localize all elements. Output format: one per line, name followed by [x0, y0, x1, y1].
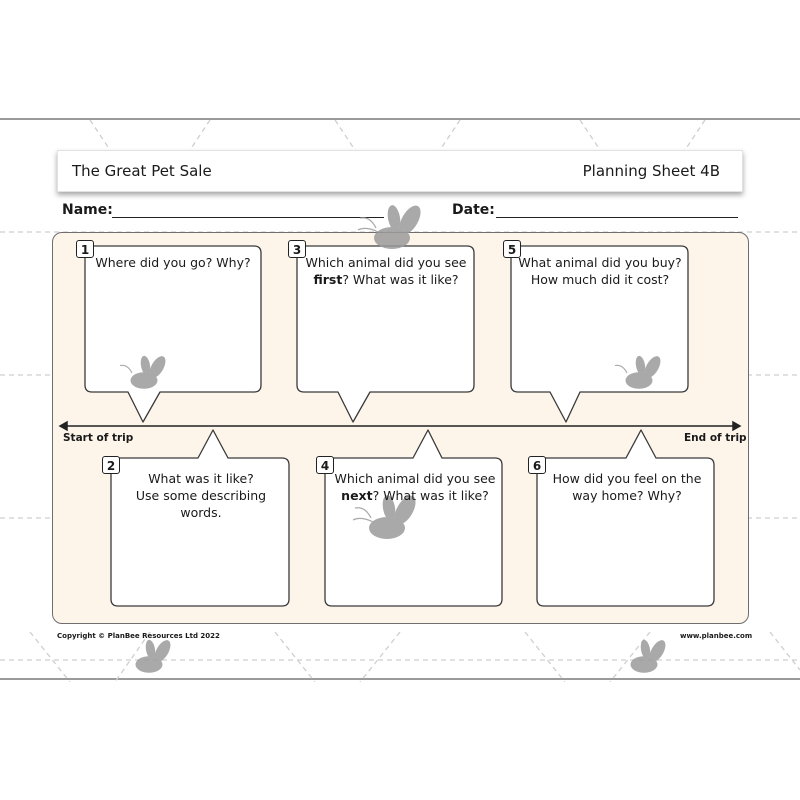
prompt-3: Which animal did you see first? What was…: [302, 254, 470, 288]
box-number-3: 3: [288, 240, 306, 258]
prompt-1: Where did you go? Why?: [95, 254, 251, 271]
worksheet-page: The Great Pet Sale Planning Sheet 4B Nam…: [0, 118, 800, 682]
name-field[interactable]: [112, 217, 384, 218]
prompt-3-bold: first: [313, 272, 343, 287]
prompt-4-line1: Which animal did you see: [334, 471, 496, 486]
speech-bubble-6: [536, 429, 715, 607]
speech-bubbles: [58, 205, 742, 673]
box-number-6: 6: [528, 456, 546, 474]
bee-watermark-icon: [119, 205, 666, 673]
start-of-trip-label: Start of trip: [63, 432, 134, 444]
prompt-2: What was it like? Use some describing wo…: [116, 470, 286, 521]
prompt-2-line1: What was it like?: [148, 471, 254, 486]
prompt-2-line2: Use some describing words.: [135, 488, 267, 520]
planning-sheet-label: Planning Sheet 4B: [582, 162, 720, 180]
date-field[interactable]: [496, 217, 738, 218]
box-number-1: 1: [76, 240, 94, 258]
speech-bubble-4: [324, 429, 503, 607]
title-bar: The Great Pet Sale Planning Sheet 4B: [57, 150, 743, 192]
speech-bubble-1: [84, 245, 262, 423]
prompt-6: How did you feel on the way home? Why?: [542, 470, 712, 504]
prompt-3-line1: Which animal did you see: [305, 255, 467, 270]
prompt-4-bold: next: [341, 488, 373, 503]
name-label: Name:: [62, 202, 113, 218]
end-of-trip-label: End of trip: [684, 432, 747, 444]
copyright-notice: Copyright © PlanBee Resources Ltd 2022: [57, 632, 220, 640]
prompt-5-line1: What animal did you buy?: [518, 255, 682, 270]
date-label: Date:: [452, 202, 495, 218]
prompt-6-line2: way home? Why?: [572, 488, 682, 503]
prompt-5-line2: How much did it cost?: [530, 272, 670, 287]
box-number-4: 4: [316, 456, 334, 474]
prompt-1-line1: Where did you go? Why?: [95, 255, 251, 270]
prompt-5: What animal did you buy? How much did it…: [516, 254, 684, 288]
prompt-4: Which animal did you see next? What was …: [330, 470, 500, 504]
prompt-4-line2: ? What was it like?: [372, 488, 489, 503]
timeline-arrow: [58, 420, 742, 432]
prompt-3-line2: ? What was it like?: [342, 272, 459, 287]
worksheet-title: The Great Pet Sale: [72, 162, 212, 180]
prompt-6-line1: How did you feel on the: [552, 471, 702, 486]
box-number-5: 5: [503, 240, 521, 258]
box-number-2: 2: [102, 456, 120, 474]
website-link[interactable]: www.planbee.com: [680, 632, 753, 640]
